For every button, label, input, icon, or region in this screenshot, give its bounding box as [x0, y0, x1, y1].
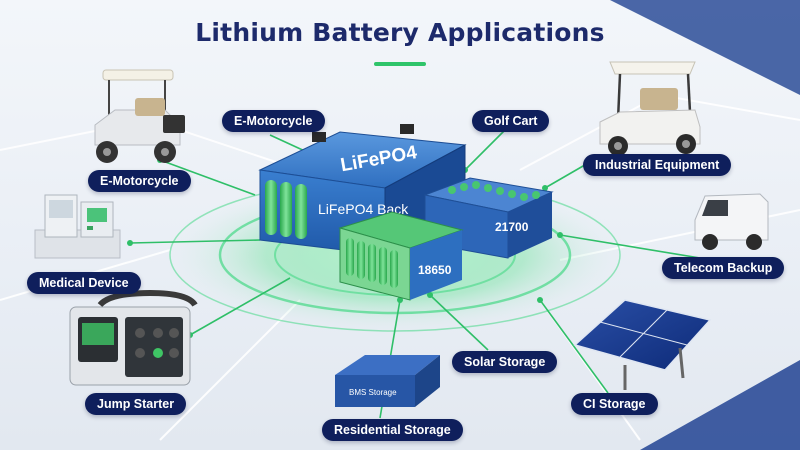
page-title: Lithium Battery Applications	[195, 18, 605, 47]
navy-corner-top-right	[610, 0, 800, 95]
residential-storage-illustration: BMS Storage	[335, 355, 440, 407]
small-box-text: BMS Storage	[349, 388, 397, 397]
pack-21700-cells	[448, 181, 540, 201]
label-e-motorcycle-left: E-Motorcycle	[88, 170, 191, 192]
label-medical-device: Medical Device	[27, 272, 141, 294]
label-jump-starter: Jump Starter	[85, 393, 187, 415]
pack-18650-cells	[346, 238, 398, 288]
title-underline	[374, 62, 426, 66]
label-residential-storage: Residential Storage	[322, 419, 463, 441]
telecom-van-illustration	[694, 193, 769, 250]
navy-corner-bottom-right	[640, 360, 800, 450]
e-trike-illustration	[94, 69, 185, 163]
label-telecom-backup: Telecom Backup	[662, 257, 785, 279]
label-industrial-equipment: Industrial Equipment	[583, 154, 732, 176]
golf-cart-illustration	[599, 61, 701, 156]
label-e-motorcycle-top: E-Motorcycle	[222, 110, 325, 132]
pack-21700: 21700	[423, 177, 554, 259]
label-golf-cart: Golf Cart	[472, 110, 550, 132]
main-battery-front-text: LiFePO4 Back	[318, 201, 409, 217]
label-solar-storage: Solar Storage	[452, 351, 558, 373]
pack-21700-text: 21700	[495, 220, 529, 234]
solar-panel-illustration	[573, 299, 712, 390]
jump-starter-illustration	[69, 289, 198, 386]
main-battery-cells	[265, 180, 307, 239]
label-ci-storage: CI Storage	[571, 393, 658, 415]
medical-device-illustration	[34, 194, 121, 259]
pack-18650-text: 18650	[418, 263, 452, 277]
pack-18650: 18650	[338, 211, 464, 301]
